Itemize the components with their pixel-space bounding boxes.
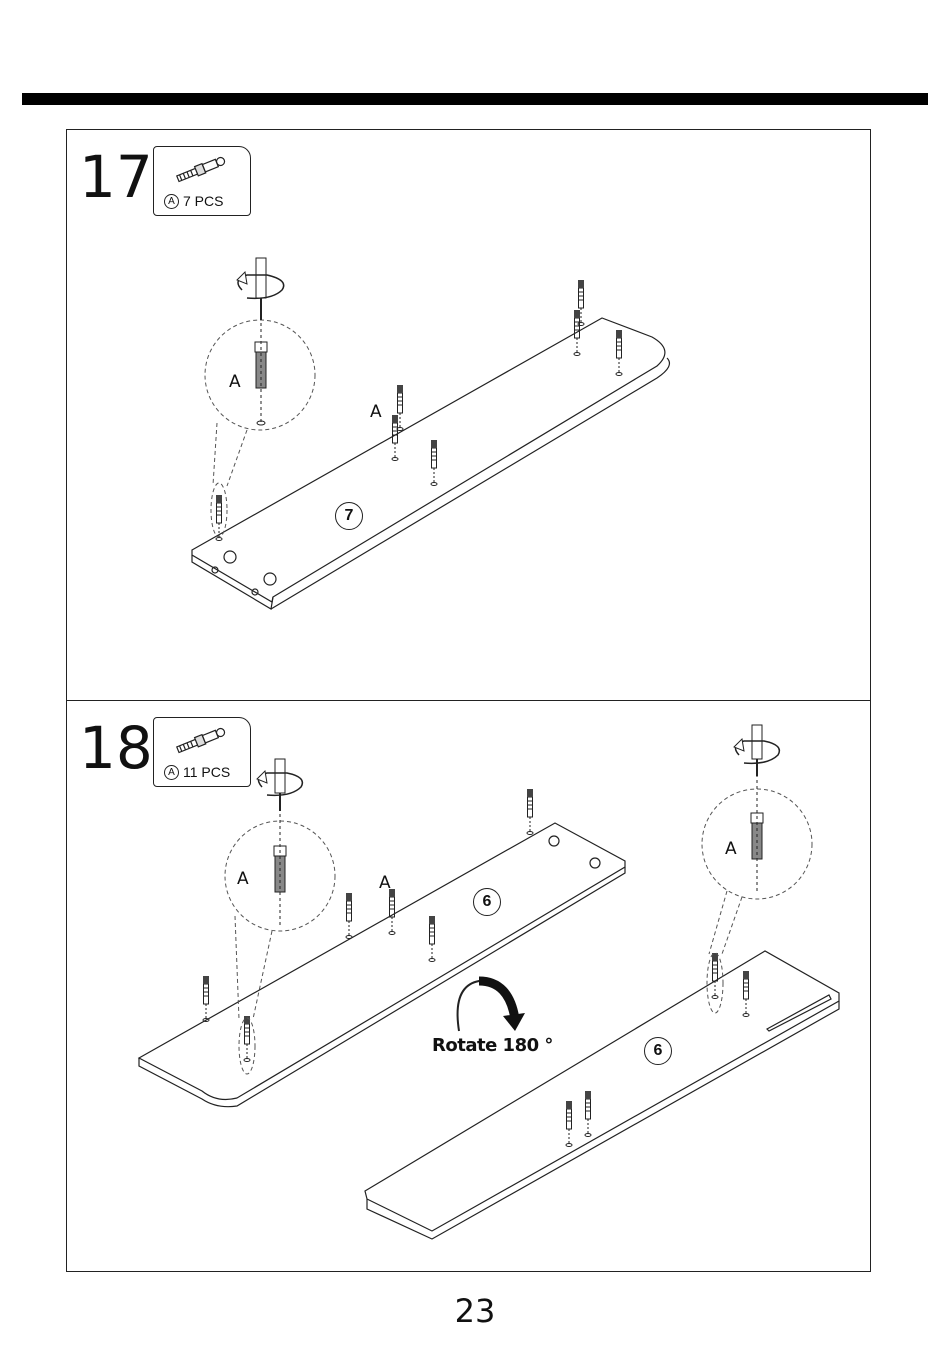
dowels [203,789,749,1147]
dowel [527,789,533,835]
board-tag: 7 [335,502,363,530]
callout-letter: A [237,869,249,889]
dowel [712,953,718,999]
screwdriver-icon [275,759,285,811]
dowel [392,415,398,461]
dowel [431,440,437,486]
dowel [578,280,584,326]
screwdriver-icon [752,725,762,776]
callout-letter: A [379,873,391,893]
board-tag: 6 [473,888,501,916]
dowel [244,1016,250,1062]
callout-letter: A [370,402,382,422]
rotate-180-arrow-icon [458,981,525,1031]
step-18-diagram [67,701,872,1273]
step-17-diagram [67,130,872,702]
board-tag: 6 [644,1037,672,1065]
callout-letter: A [725,839,737,859]
page-number: 23 [0,1292,950,1330]
step-17-panel: 17 A 7 PCS [66,129,871,701]
dowel [616,330,622,376]
dowel [346,893,352,939]
rotate-instruction: Rotate 180 ° [432,1035,553,1056]
dowel [566,1101,572,1147]
step-18-panel: 18 A 11 PCS [66,700,871,1272]
magnifier-callout [702,756,812,1013]
callout-letter: A [229,372,241,392]
magnifier-callout [225,796,335,1074]
dowel [389,889,395,935]
board-6-right [365,951,839,1239]
dowel [203,976,209,1022]
header-rule [22,93,928,105]
board-6-left [139,823,625,1107]
dowel [585,1091,591,1137]
dowel [743,971,749,1017]
dowel [429,916,435,962]
screwdriver-icon [256,258,266,320]
